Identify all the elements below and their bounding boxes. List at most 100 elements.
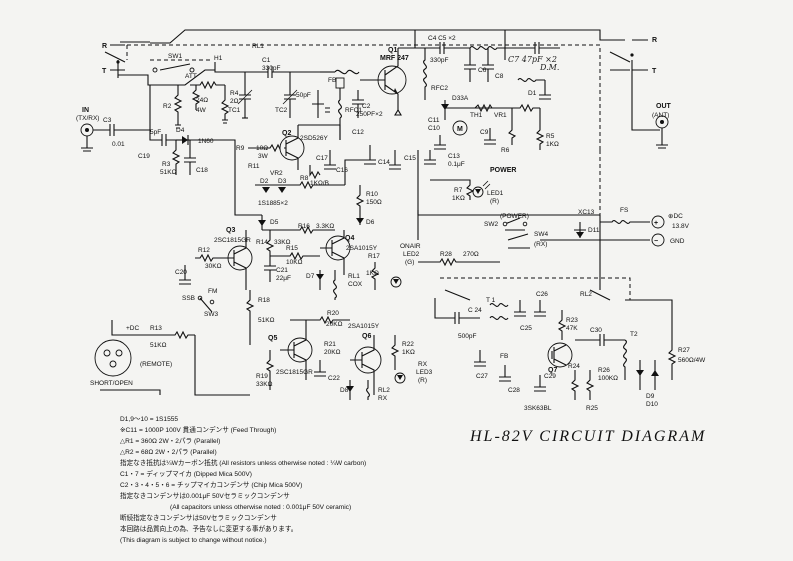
short-open-label: SHORT/OPEN (90, 380, 133, 387)
r15-value: 10KΩ (286, 259, 303, 266)
r9-label: R9 (236, 145, 245, 152)
c18-label: C18 (196, 167, 208, 174)
r17-label: R17 (368, 253, 380, 260)
c24-label: C 24 (468, 307, 482, 314)
input-match: FB RFC1 C2 250PF×2 C12 (312, 69, 383, 140)
r7-label: R7 (454, 187, 463, 194)
out-sub: (ANT) (652, 112, 669, 119)
r22-label: R22 (402, 341, 414, 348)
power-led-circuit: C13 0.1μF POWER R7 1KΩ LED1 (R) (424, 150, 516, 205)
r22-value: 1KΩ (402, 349, 415, 356)
q1-transistor: Q1 MRF 247 (360, 47, 415, 116)
r28-value: 270Ω (463, 251, 479, 258)
led3-color: (R) (418, 377, 427, 384)
r23-value: 47K (566, 325, 578, 332)
tc1-trimmer: TC1 (228, 72, 253, 119)
input-connector: IN (TX/RX) C3 0.01 C19 5pF D4 1N60 R3 51… (76, 85, 262, 216)
r23-label: R23 (566, 317, 578, 324)
d2d3-type: 1S1885×2 (258, 200, 288, 207)
right-tr-relay: R T OUT (ANT) (609, 37, 672, 149)
c2-label: C2 (362, 103, 371, 110)
dc-plus-label: ⊕DC (668, 213, 683, 220)
th1-label: TH1 (470, 112, 483, 119)
d3-label: D3 (278, 178, 287, 185)
q6-label: Q6 (362, 333, 371, 340)
rl1-coil-label: RL1 (348, 273, 360, 280)
onair-led-circuit: ONAIR LED2 (G) R28 270Ω (390, 243, 500, 288)
c10-label: C10 (428, 125, 440, 132)
onair-label: ONAIR (400, 243, 421, 250)
tc1-label: TC1 (228, 107, 241, 114)
r24-label: R24 (568, 363, 580, 370)
c19-label: C19 (138, 153, 150, 160)
d6-label: D6 (366, 219, 375, 226)
r3-value: 51KΩ (160, 169, 177, 176)
q6-type: 2SA1015Y (348, 323, 380, 330)
r5-value: 1KΩ (546, 141, 559, 148)
note-line: D1,9～10 = 1S1555 (120, 416, 178, 423)
diagram-title: HL-82V CIRCUIT DIAGRAM (469, 428, 706, 445)
c8-label: C8 (495, 73, 504, 80)
d7-label: D7 (306, 273, 315, 280)
vr1-label: VR1 (494, 112, 507, 119)
note-line: △R2 = 68Ω 2W・2パラ (Parallel) (120, 448, 217, 456)
led1-color: (R) (490, 198, 499, 205)
gnd-minus-symbol: − (654, 238, 658, 245)
r21-value: 20KΩ (324, 349, 341, 356)
r4-label: R4 (230, 90, 239, 97)
r10-value: 150Ω (366, 199, 382, 206)
c25-label: C25 (520, 325, 532, 332)
ssb-label: SSB (182, 295, 195, 302)
q5-label: Q5 (268, 335, 277, 342)
note-line: (This diagram is subject to change witho… (120, 537, 267, 544)
tc2-value: 50pF (296, 92, 311, 99)
note-line: 指定なき抵抗は¼Wカーボン抵抗 (All resistors unless ot… (120, 458, 366, 467)
sw4-label: SW4 (534, 231, 548, 238)
d4-label: D4 (176, 127, 185, 134)
r19-label: R19 (256, 373, 268, 380)
c3-label: C3 (103, 117, 112, 124)
r21-label: R21 (324, 341, 336, 348)
sw3-label: SW3 (204, 311, 218, 318)
output-network: RFC2 C4 C5 ×2 330pF C6 C8 C7 47pF ×2 D.M… (415, 35, 560, 100)
c21-value: 22μF (276, 275, 291, 282)
q3-type: 2SC1815GR (214, 237, 251, 244)
c7-handwritten-dm: D.M. (539, 63, 559, 72)
note-line: 断続指定なきコンデンサは50Vセラミックコンデンサ (120, 513, 277, 522)
r3-label: R3 (162, 161, 171, 168)
d2-label: D2 (260, 178, 269, 185)
c4c5-label: C4 C5 ×2 (428, 35, 456, 42)
led3-label: LED3 (416, 369, 433, 376)
r2-watt: 4W (196, 107, 207, 114)
relay-t-right-label: T (652, 68, 657, 75)
power-switch-dc: (POWER) SW2 XC13 FS + ⊕DC 13.8V D11 − GN… (484, 207, 690, 249)
h1-label: H1 (214, 55, 223, 62)
d8-label: D8 (340, 387, 349, 394)
tc2-trimmer: TC2 50pF (275, 72, 311, 118)
r26-value: 100KΩ (598, 375, 618, 382)
metering-circuit: D33A M TH1 VR1 R5 1KΩ R6 C9 C10 C11 (428, 95, 559, 154)
c5-value: 330pF (430, 57, 448, 64)
c3-value: 0.01 (112, 141, 125, 148)
q5-type: 2SC1815GR (276, 369, 313, 376)
r12-label: R12 (198, 247, 210, 254)
r13-label: R13 (150, 325, 162, 332)
q1-type: MRF 247 (380, 55, 409, 62)
dc-plus-symbol: + (654, 220, 658, 227)
relay-rl1-label: RL1 (252, 43, 264, 50)
note-line: 指定なきコンデンサは0.001μF 50Vセラミックコンデンサ (120, 491, 290, 500)
c28-label: C28 (508, 387, 520, 394)
q4-label: Q4 (345, 235, 354, 242)
r2-value: 24Ω (196, 97, 208, 104)
c11-label: C11 (428, 117, 440, 124)
q3-label: Q3 (226, 227, 235, 234)
att-label: ATT (185, 73, 197, 80)
c6-label: C6 (478, 67, 487, 74)
dc-voltage-label: 13.8V (672, 223, 690, 230)
relay-t-left-label: T (102, 68, 107, 75)
vr2-label: VR2 (270, 170, 283, 177)
r26-label: R26 (598, 367, 610, 374)
r17-value: 1KΩ (366, 270, 379, 277)
d33a-label: D33A (452, 95, 469, 102)
relay-r-right-label: R (652, 37, 657, 44)
